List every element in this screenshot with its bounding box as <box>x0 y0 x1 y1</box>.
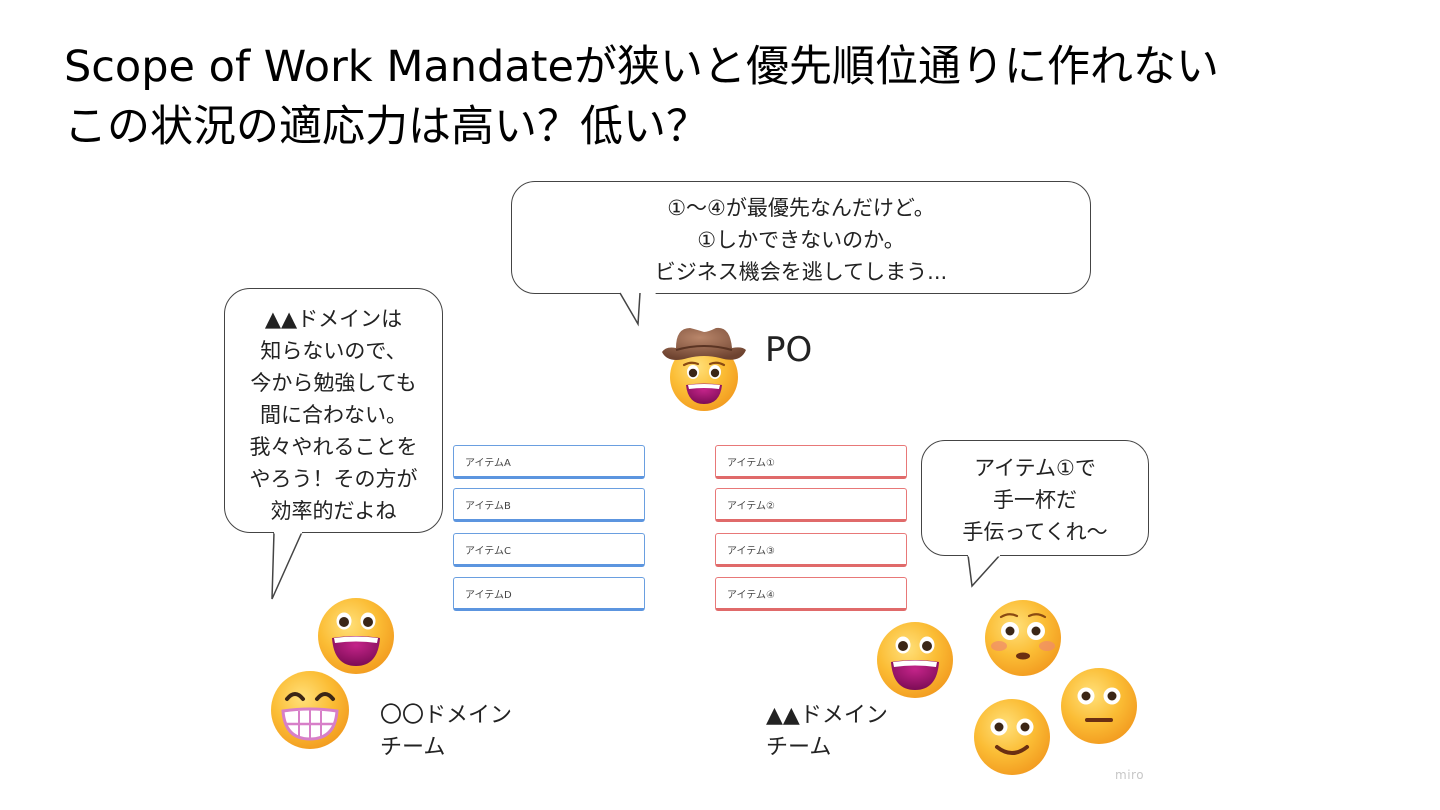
po-label: PO <box>765 330 813 370</box>
beaming-face-icon <box>271 671 349 749</box>
left-bubble-line: 効率的だよね <box>270 499 397 523</box>
right-bubble-line: アイテム①で <box>974 456 1096 480</box>
item-card-a[interactable]: アイテムA <box>453 445 645 479</box>
po-speech-bubble: ①〜④が最優先なんだけど。 ①しかできないのか。 ビジネス機会を逃してしまう..… <box>511 181 1091 294</box>
left-bubble-line: 今から勉強しても <box>250 371 417 395</box>
left-bubble-tail <box>271 530 303 600</box>
right-team-speech-bubble: アイテム①で 手一杯だ 手伝ってくれ〜 <box>921 440 1149 556</box>
title-line-1: Scope of Work Mandateが狭いと優先順位通りに作れない <box>64 42 1219 92</box>
item-card-4[interactable]: アイテム④ <box>715 577 907 611</box>
grinning-face-icon <box>877 622 953 698</box>
left-bubble-line: 知らないので、 <box>260 339 407 363</box>
po-bubble-tail <box>619 292 656 327</box>
item-card-d[interactable]: アイテムD <box>453 577 645 611</box>
left-team-label: 〇〇ドメイン チーム <box>380 700 512 764</box>
neutral-face-icon <box>1061 668 1137 744</box>
cowboy-hat-face-icon <box>662 327 746 411</box>
left-bubble-line: 間に合わない。 <box>260 403 407 427</box>
grinning-face-icon <box>318 598 394 674</box>
left-bubble-line: 我々やれることを <box>249 435 418 459</box>
right-bubble-line: 手一杯だ <box>993 488 1077 512</box>
item-card-b[interactable]: アイテムB <box>453 488 645 522</box>
right-team-label-line-1: ▲▲ドメイン <box>766 703 888 728</box>
item-card-2[interactable]: アイテム② <box>715 488 907 522</box>
po-bubble-line: ビジネス機会を逃してしまう... <box>654 260 948 284</box>
miro-watermark: miro <box>1115 768 1145 782</box>
left-bubble-line: やろう！その方が <box>249 467 418 491</box>
item-card-c[interactable]: アイテムC <box>453 533 645 567</box>
flushed-face-icon <box>985 600 1061 676</box>
left-team-label-line-1: 〇〇ドメイン <box>380 703 513 728</box>
right-team-label-line-2: チーム <box>766 735 832 760</box>
right-bubble-tail <box>967 553 1001 588</box>
left-bubble-line: ▲▲ドメインは <box>264 307 403 331</box>
po-bubble-line: ①〜④が最優先なんだけど。 <box>667 196 935 220</box>
left-team-speech-bubble: ▲▲ドメインは 知らないので、 今から勉強しても 間に合わない。 我々やれること… <box>224 288 443 533</box>
right-bubble-line: 手伝ってくれ〜 <box>962 520 1108 544</box>
title-line-2: この状況の適応力は高い？低い？ <box>64 102 709 152</box>
item-card-3[interactable]: アイテム③ <box>715 533 907 567</box>
item-card-1[interactable]: アイテム① <box>715 445 907 479</box>
po-bubble-line: ①しかできないのか。 <box>697 228 905 252</box>
right-team-label: ▲▲ドメイン チーム <box>766 700 888 764</box>
smiling-face-icon <box>974 699 1050 775</box>
left-team-label-line-2: チーム <box>380 735 446 760</box>
